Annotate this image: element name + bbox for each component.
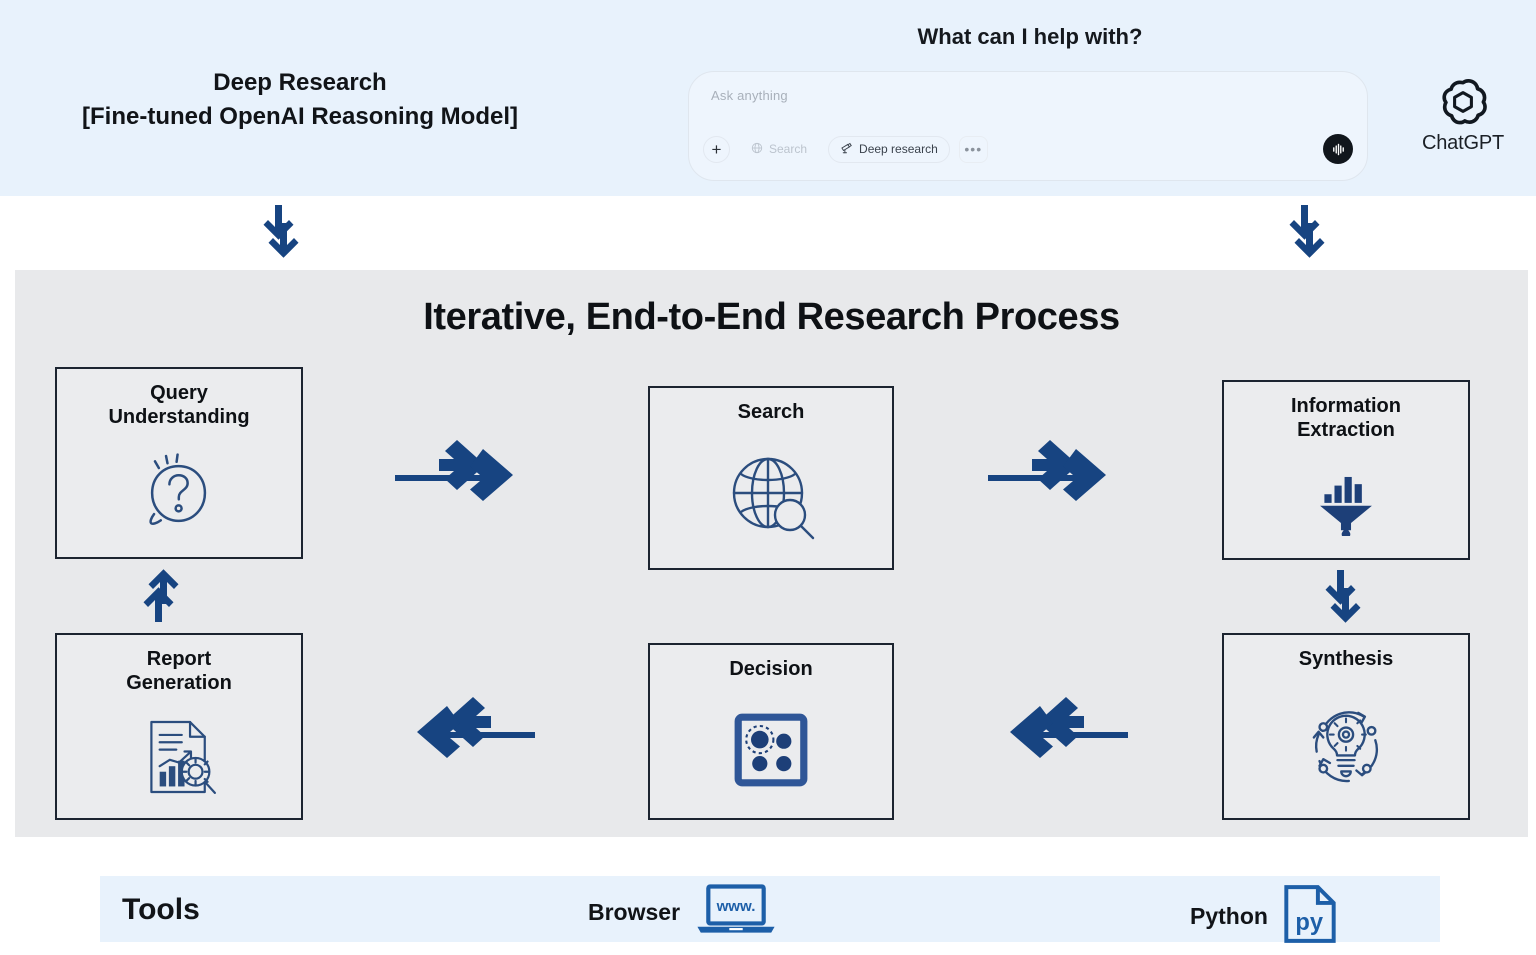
ellipsis-icon: ••• [964, 141, 983, 157]
node-query-understanding[interactable]: Query Understanding [55, 367, 303, 559]
add-attachment-button[interactable]: + [703, 135, 730, 163]
lightbulb-gear-cycle-icon [1294, 671, 1398, 818]
laptop-www-icon: www. [694, 884, 778, 941]
tool-python-label: Python [1190, 903, 1268, 929]
page-title-line1: Deep Research [213, 69, 387, 96]
node-information-extraction[interactable]: Information Extraction [1222, 380, 1470, 560]
node-decision[interactable]: Decision [648, 643, 894, 820]
connector-report-to-query [138, 562, 184, 629]
node-synthesis[interactable]: Synthesis [1222, 633, 1470, 820]
voice-waveform-icon [1330, 141, 1347, 158]
connector-search-to-info-extraction [984, 435, 1128, 535]
connector-header-to-query [258, 203, 304, 270]
globe-magnifier-icon [721, 424, 821, 568]
connector-query-to-search [391, 435, 535, 535]
node-report-generation[interactable]: Report Generation [55, 633, 303, 820]
connector-info-extraction-to-synthesis [1320, 568, 1366, 635]
node-report-generation-label: Report Generation [126, 648, 232, 694]
search-tool-label: Search [769, 142, 808, 156]
tool-browser-label: Browser [588, 899, 681, 925]
node-information-extraction-label: Information Extraction [1291, 395, 1401, 441]
composer-toolbar: + Search [703, 131, 1353, 167]
deep-research-tool-label: Deep research [859, 142, 938, 156]
page-title: Deep Research [Fine-tuned OpenAI Reasoni… [20, 66, 580, 134]
funnel-barchart-icon [1310, 442, 1382, 558]
tool-browser[interactable]: Browser www. [588, 884, 778, 941]
process-title: Iterative, End-to-End Research Process [423, 296, 1120, 338]
node-decision-label: Decision [729, 658, 813, 680]
composer-input-placeholder[interactable]: Ask anything [711, 88, 788, 103]
chatgpt-brand: ChatGPT [1404, 74, 1522, 155]
openai-logo-icon [1404, 74, 1522, 130]
globe-icon [751, 142, 763, 157]
node-search-label: Search [737, 401, 805, 423]
svg-text:www.: www. [716, 898, 756, 915]
more-options-button[interactable]: ••• [958, 135, 988, 163]
tool-python[interactable]: Python py [1190, 884, 1338, 949]
plus-icon: + [711, 139, 722, 159]
node-search[interactable]: Search [648, 386, 894, 570]
node-query-understanding-label: Query Understanding [108, 382, 250, 428]
connector-synthesis-to-decision [988, 692, 1132, 792]
document-chart-magnifier-icon [133, 695, 225, 818]
svg-text:py: py [1295, 910, 1323, 936]
tools-bar: Tools Browser www. Python py [100, 876, 1440, 943]
connector-header-to-info-extraction [1284, 203, 1330, 270]
python-file-icon: py [1282, 884, 1338, 949]
chatgpt-composer[interactable]: Ask anything + Search [688, 71, 1368, 181]
page-title-line2: [Fine-tuned OpenAI Reasoning Model] [82, 103, 518, 131]
question-bubble-icon [131, 429, 227, 557]
option-dots-square-icon [731, 681, 811, 818]
connector-decision-to-report [395, 692, 539, 792]
telescope-icon [840, 141, 853, 157]
tools-title: Tools [122, 893, 200, 926]
header-band: Deep Research [Fine-tuned OpenAI Reasoni… [0, 0, 1536, 196]
node-synthesis-label: Synthesis [1298, 648, 1394, 670]
chatgpt-brand-label: ChatGPT [1422, 132, 1504, 154]
search-tool-button[interactable]: Search [739, 136, 819, 163]
voice-mode-button[interactable] [1323, 134, 1353, 164]
prompt-heading: What can I help with? [917, 24, 1143, 49]
deep-research-tool-button[interactable]: Deep research [828, 135, 950, 163]
